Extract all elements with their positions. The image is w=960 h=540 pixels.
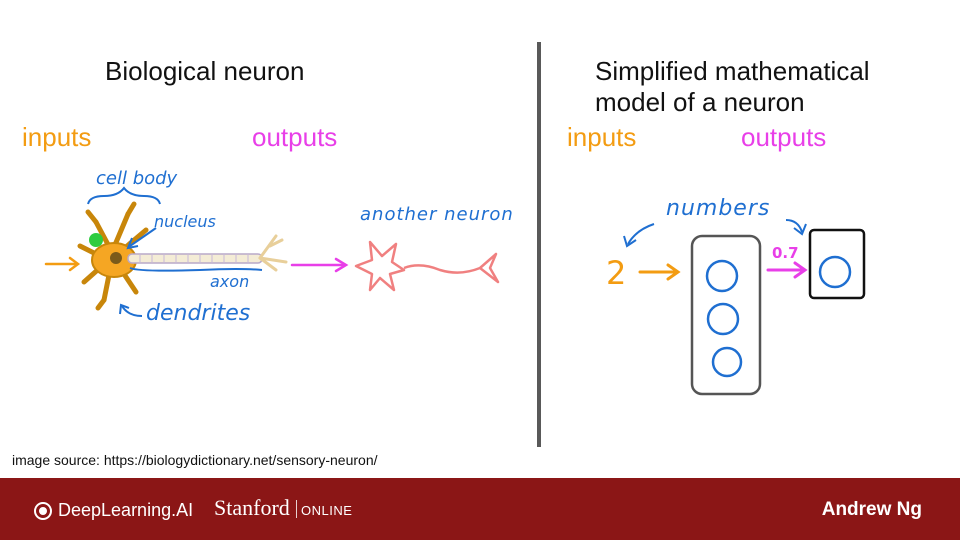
another-neuron-label: another neuron <box>360 204 514 225</box>
deeplearning-brand: DeepLearning.AI <box>58 500 194 520</box>
right-title-line1: Simplified mathematical <box>595 56 870 86</box>
left-title: Biological neuron <box>105 56 305 86</box>
dendrites-label: dendrites <box>146 301 251 326</box>
nucleus-label: nucleus <box>154 212 216 231</box>
image-source-note: image source: https://biologydictionary.… <box>12 452 378 468</box>
stanford-wordmark: Stanford <box>214 495 290 520</box>
right-input-arrow <box>638 263 681 281</box>
cell-body-label: cell body <box>96 168 178 189</box>
hidden-unit-1 <box>705 259 739 293</box>
output-unit <box>818 255 852 289</box>
logo-separator <box>296 500 297 518</box>
right-output-arrow <box>766 261 808 279</box>
left-inputs-label: inputs <box>22 122 92 152</box>
neuron-illustration <box>77 201 288 311</box>
numbers-right-pointer <box>785 219 807 236</box>
axon-label: axon <box>210 272 250 291</box>
input-value: 2 <box>606 254 627 292</box>
dendrites-pointer <box>119 303 143 317</box>
diagram-canvas <box>44 186 866 396</box>
another-neuron-illustration <box>354 240 500 292</box>
deeplearning-logo-icon <box>34 501 52 520</box>
right-title-line2: model of a neuron <box>595 87 805 117</box>
hidden-layer-box <box>690 234 762 396</box>
left-output-arrow <box>290 257 349 273</box>
cell-body-brace <box>87 186 161 205</box>
hidden-unit-3 <box>711 346 743 378</box>
author-name: Andrew Ng <box>821 499 922 520</box>
footer-bar: DeepLearning.AI Stanford ONLINE Andrew N… <box>0 478 960 540</box>
online-wordmark: ONLINE <box>301 503 353 518</box>
right-outputs-label: outputs <box>741 122 827 152</box>
nucleus-pointer <box>126 227 157 250</box>
left-outputs-label: outputs <box>252 122 338 152</box>
numbers-left-pointer <box>623 223 655 248</box>
deeplearning-logo: DeepLearning.AI <box>34 500 193 521</box>
center-divider <box>537 42 541 447</box>
output-neuron-box <box>808 228 866 300</box>
output-value: 0.7 <box>772 244 799 262</box>
axon-underline <box>129 267 263 272</box>
right-inputs-label: inputs <box>567 122 637 152</box>
numbers-label: numbers <box>666 196 771 221</box>
hidden-unit-2 <box>706 302 740 336</box>
left-input-arrow <box>44 256 81 272</box>
